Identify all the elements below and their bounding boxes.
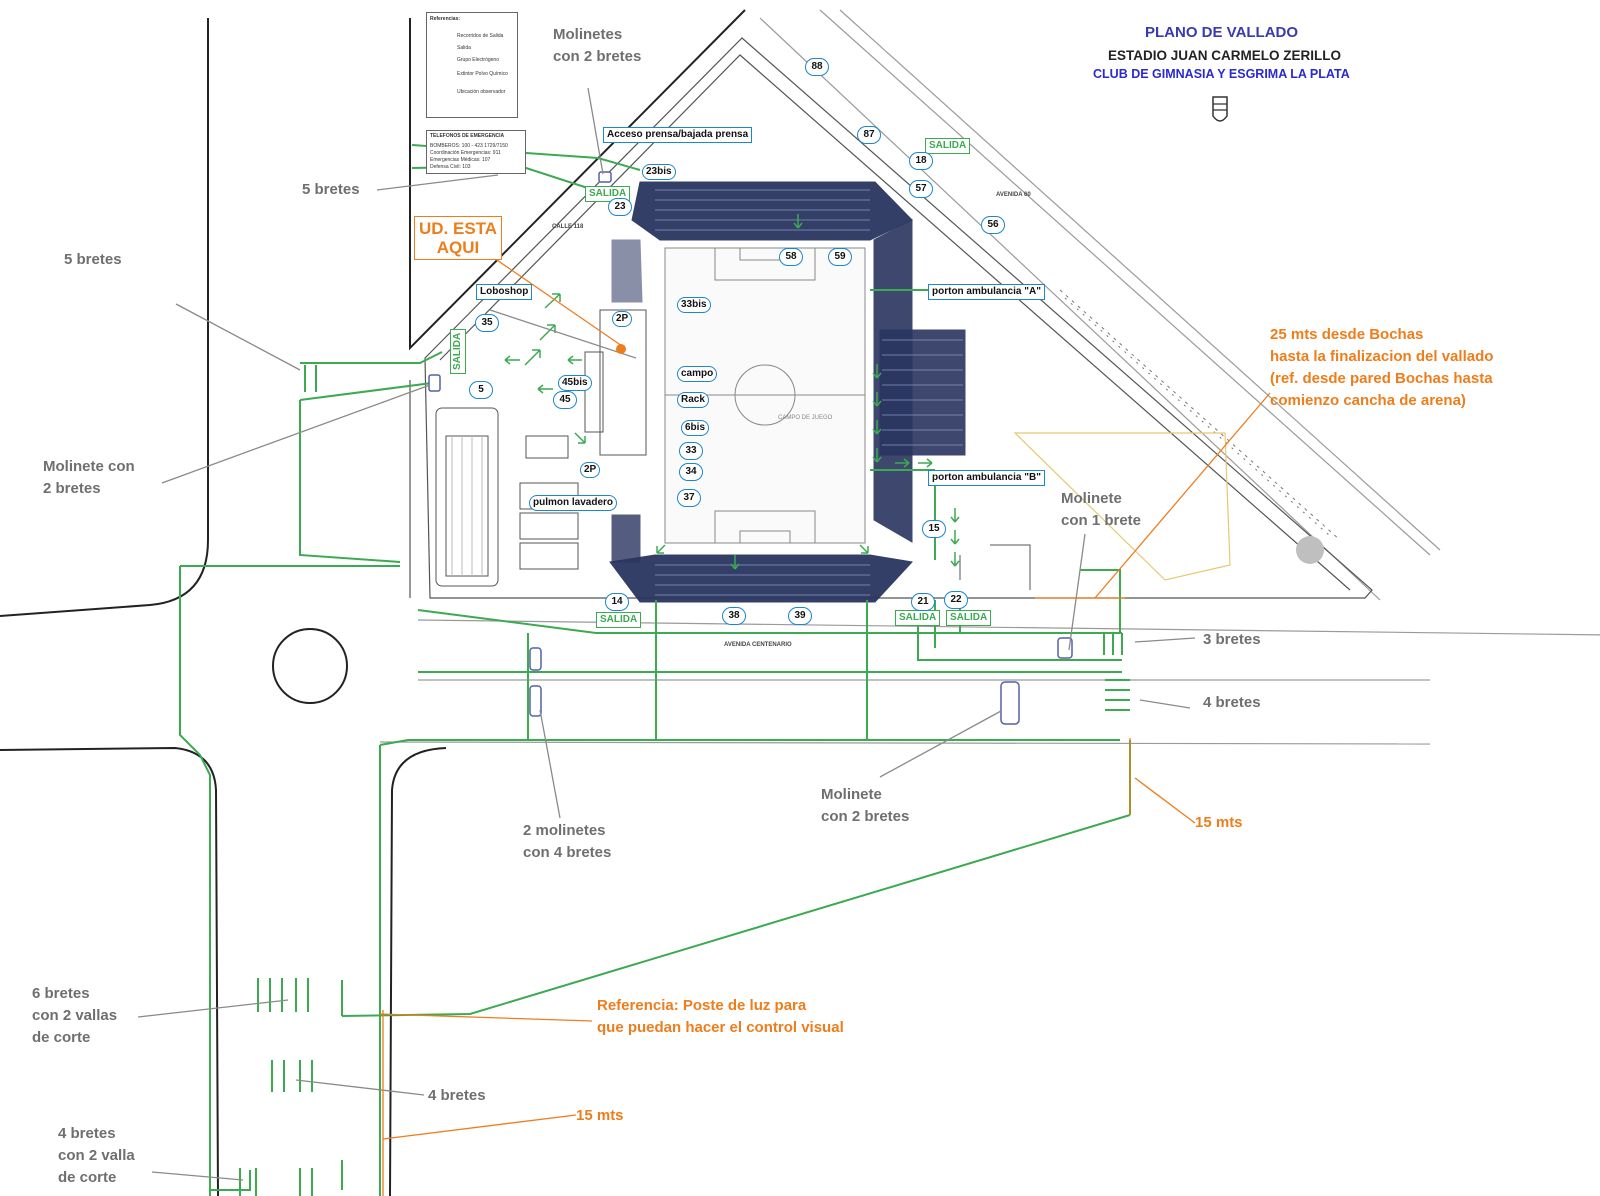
perimeter-dots [1059, 289, 1341, 541]
label-33bis: 33bis [677, 297, 711, 313]
salida-badge-bottom-left: SALIDA [596, 612, 642, 628]
label-seis-bretes: 6 bretes con 2 vallas de corte [32, 985, 118, 1046]
label-2p-top: 2P [612, 311, 633, 327]
label-6bis: 6bis [681, 420, 710, 436]
stand-hatching [655, 189, 963, 596]
label-cinco-bretes-top: 5 bretes [302, 181, 360, 198]
salida-badge-top-right: SALIDA [925, 138, 971, 154]
bretes [239, 365, 1130, 1196]
gate-88: 88 [805, 58, 829, 76]
label-campo: campo [677, 366, 718, 382]
label-cuatro-bretes-mid: 4 bretes [428, 1087, 486, 1104]
street-avenida-centenario: AVENIDA CENTENARIO [724, 642, 792, 648]
label-pulmon-lavadero: pulmon lavadero [529, 495, 618, 511]
label-referencia-poste: Referencia: Poste de luz para que puedan… [597, 997, 844, 1036]
gate-33: 33 [679, 442, 703, 460]
gate-5: 5 [469, 381, 493, 399]
gate-57: 57 [909, 180, 933, 198]
label-23bis: 23bis [642, 164, 676, 180]
gate-34: 34 [679, 463, 703, 481]
gate-59: 59 [828, 248, 852, 266]
legend-item-1: Recorridos de Salida [457, 33, 504, 39]
legend-title: Referencias: [430, 16, 461, 22]
label-quince-mts-bottom: 15 mts [576, 1107, 624, 1124]
field-label: CAMPO DE JUEGO [778, 415, 833, 421]
sand-court [1013, 432, 1231, 581]
label-cuatro-bretes-bottom: 4 bretes con 2 valla de corte [58, 1125, 135, 1186]
emergency-line-2: Coordinación Emergencias: 911 [430, 150, 501, 156]
label-tres-bretes: 3 bretes [1203, 631, 1261, 648]
label-quince-mts-right: 15 mts [1195, 814, 1243, 831]
label-molinete-left: Molinete con 2 bretes [43, 458, 135, 497]
gate-39: 39 [788, 607, 812, 625]
label-molinetes-top: Molinetes con 2 bretes [553, 26, 642, 65]
street-calle-118: CALLE 118 [552, 224, 584, 230]
legend-item-2: Salida [457, 45, 471, 51]
you-are-here-label: UD. ESTA AQUI [414, 216, 503, 260]
bochas-dot [1296, 536, 1324, 564]
gate-14: 14 [605, 593, 629, 611]
label-cinco-bretes-left: 5 bretes [64, 251, 122, 268]
emergency-line-4: Defensa Civil: 103 [430, 164, 471, 170]
street-edges [0, 9, 746, 1196]
emergency-title: TELEFONOS DE EMERGENCIA [430, 133, 505, 139]
club-name: CLUB DE GIMNASIA Y ESGRIMA LA PLATA [1093, 67, 1350, 81]
legend-box: Referencias: Recorridos de Salida Salida… [426, 12, 518, 118]
club-crest-icon [1212, 96, 1228, 122]
label-porton-a: porton ambulancia "A" [928, 284, 1045, 300]
legend-item-3: Grupo Electrógeno [457, 57, 499, 63]
venue-outline [409, 37, 1373, 599]
label-45bis: 45bis [558, 375, 592, 391]
label-loboshop: Loboshop [476, 284, 533, 300]
label-acceso-prensa: Acceso prensa/bajada prensa [603, 127, 753, 143]
emergency-line-1: BOMBEROS: 100 - 423 1729/7150 [430, 143, 508, 149]
gate-58: 58 [779, 248, 803, 266]
salida-badge-bottom-mid: SALIDA [895, 610, 941, 626]
label-dos-molinetes: 2 molinetes con 4 bretes [523, 822, 612, 861]
gate-23: 23 [608, 198, 632, 216]
exit-arrows [504, 214, 960, 570]
stadium-name: ESTADIO JUAN CARMELO ZERILLO [1108, 48, 1342, 63]
gate-22: 22 [944, 591, 968, 609]
label-molinete-un-brete: Molinete con 1 brete [1061, 490, 1142, 529]
emergency-line-3: Emergencias Médicas: 107 [430, 157, 491, 163]
gate-38: 38 [722, 607, 746, 625]
legend-item-5: Ubicación observador [457, 89, 506, 95]
stadium-stands [609, 181, 966, 603]
gate-15: 15 [922, 520, 946, 538]
turnstile-markers [428, 171, 1073, 725]
gate-18: 18 [909, 152, 933, 170]
gate-37: 37 [677, 489, 701, 507]
salida-badge-bottom-right: SALIDA [946, 610, 992, 626]
orange-lines [379, 246, 1271, 1196]
gate-21: 21 [911, 593, 935, 611]
label-porton-b: porton ambulancia "B" [928, 470, 1045, 486]
label-cuatro-bretes-right: 4 bretes [1203, 694, 1261, 711]
label-bochas-distance: 25 mts desde Bochas hasta la finalizacio… [1270, 326, 1494, 409]
emergency-box: TELEFONOS DE EMERGENCIA BOMBEROS: 100 - … [426, 130, 526, 174]
legend-item-4: Extintor Polvo Químico [457, 71, 508, 77]
roundabout [272, 628, 348, 704]
gate-45: 45 [553, 391, 577, 409]
salida-badge-left: SALIDA [450, 328, 466, 374]
plan-title: PLANO DE VALLADO [1145, 24, 1299, 41]
gate-35: 35 [475, 314, 499, 332]
leader-lines [137, 87, 1196, 1181]
observer-dot [616, 344, 626, 354]
label-molinete-bottom: Molinete con 2 bretes [821, 786, 910, 825]
label-rack: Rack [677, 392, 709, 408]
gate-56: 56 [981, 216, 1005, 234]
street-avenida-60: AVENIDA 60 [996, 192, 1031, 198]
label-2p-bottom: 2P [580, 462, 601, 478]
gate-87: 87 [857, 126, 881, 144]
